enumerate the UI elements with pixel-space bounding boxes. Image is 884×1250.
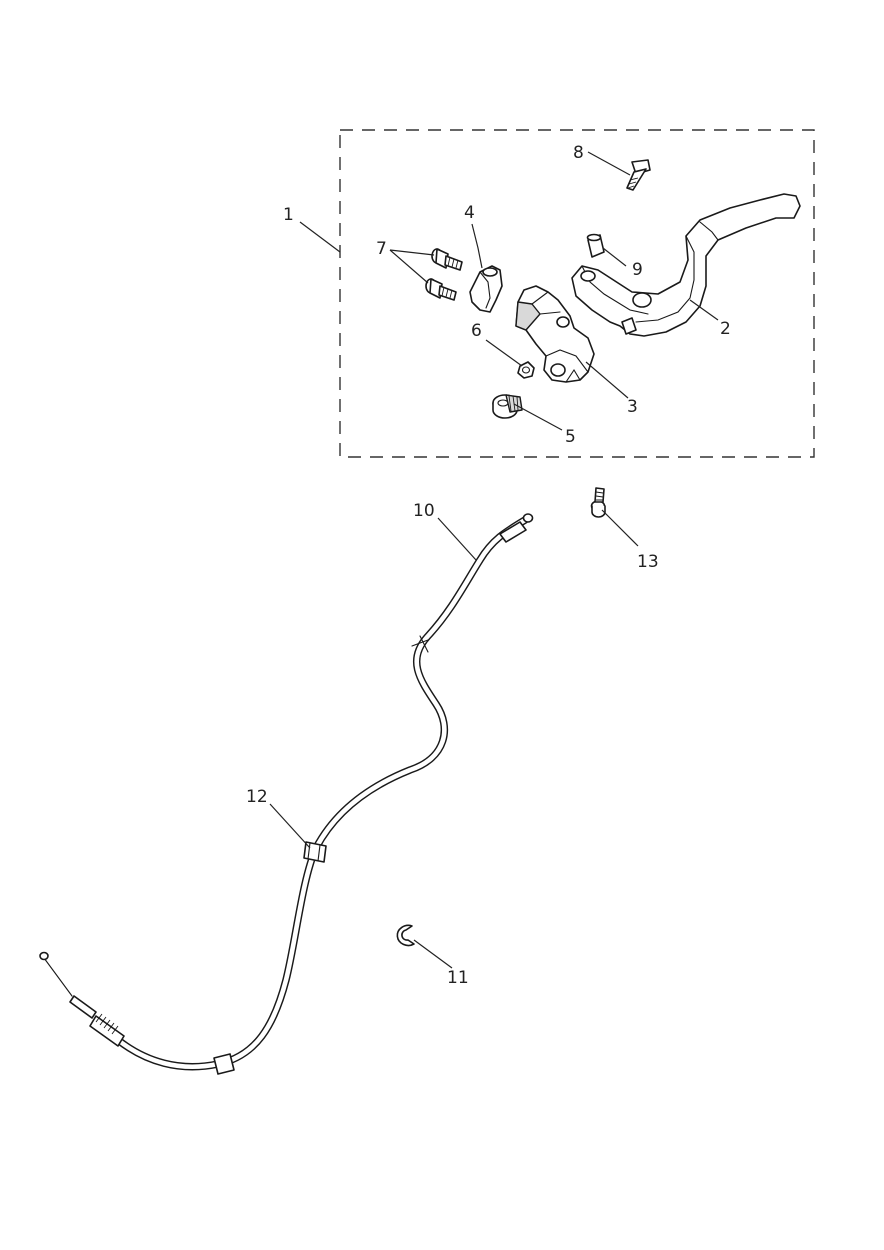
part-4-clamp[interactable] [469, 265, 503, 313]
callout-2[interactable]: 2 [720, 319, 731, 339]
leader-7a [389, 249, 435, 256]
part-8-bolt[interactable] [626, 159, 651, 191]
part-9-bush[interactable] [586, 233, 605, 258]
callout-12[interactable]: 12 [246, 787, 268, 807]
leader-4 [471, 223, 483, 269]
part-10-12-clutch-cable[interactable] [39, 513, 534, 1075]
callout-4[interactable]: 4 [464, 203, 475, 223]
part-7-screw-upper[interactable] [431, 248, 463, 271]
callout-1[interactable]: 1 [283, 205, 294, 225]
leader-8 [587, 151, 631, 176]
leader-5 [513, 403, 563, 431]
leader-11 [413, 939, 453, 969]
leader-9 [602, 247, 627, 267]
part-5-adjuster[interactable] [492, 394, 523, 419]
callout-3[interactable]: 3 [627, 397, 638, 417]
callout-labels: 1 2 3 4 5 6 7 8 9 10 11 12 13 [246, 143, 731, 988]
leader-6 [485, 339, 523, 367]
part-7-screw-lower[interactable] [425, 278, 457, 301]
callout-8[interactable]: 8 [573, 143, 584, 163]
leader-1 [299, 221, 341, 253]
callout-13[interactable]: 13 [637, 552, 659, 572]
leader-3 [585, 361, 629, 399]
leader-2 [689, 299, 719, 321]
part-3-lever-bracket[interactable] [515, 285, 595, 383]
leader-10 [437, 517, 477, 561]
callout-11[interactable]: 11 [447, 968, 469, 988]
callout-7[interactable]: 7 [376, 239, 387, 259]
part-2-lever[interactable] [571, 193, 801, 337]
leader-lines [269, 151, 719, 969]
leader-12 [269, 803, 311, 849]
callout-6[interactable]: 6 [471, 321, 482, 341]
callout-5[interactable]: 5 [565, 427, 576, 447]
callout-9[interactable]: 9 [632, 260, 643, 280]
leader-13 [601, 509, 639, 547]
kit-outline-box [339, 129, 815, 458]
part-13-screw[interactable] [590, 487, 606, 518]
part-11-circlip[interactable] [396, 924, 415, 947]
leader-7b [389, 249, 429, 284]
callout-10[interactable]: 10 [413, 501, 435, 521]
